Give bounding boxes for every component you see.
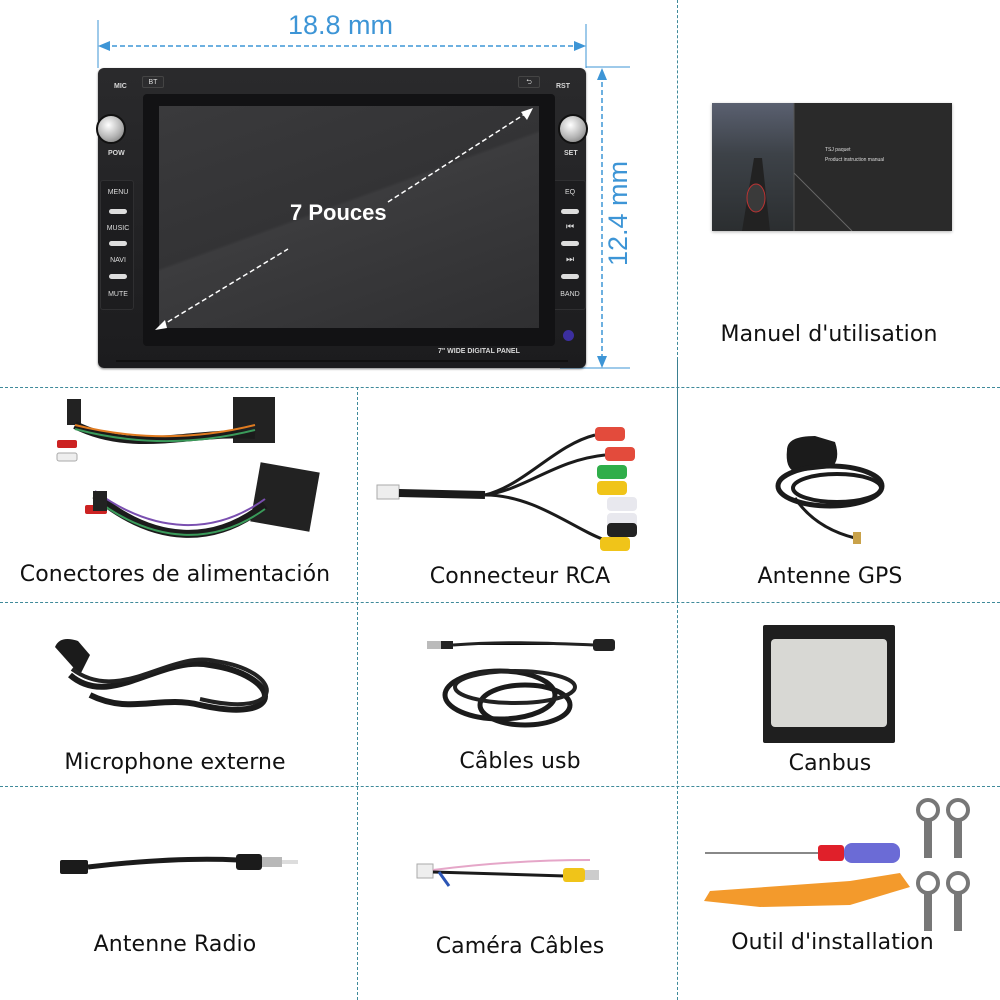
- manual-screen-line-1: TSJ paquet: [825, 147, 851, 153]
- item-label: Câbles usb: [459, 749, 581, 774]
- divider-row-3: [0, 786, 1000, 787]
- manual-screen-line-2: Product instruction manual: [825, 157, 885, 163]
- set-label: SET: [564, 150, 578, 157]
- item-label: Canbus: [788, 751, 872, 776]
- divider-col-2-bottom: [677, 600, 678, 1000]
- item-label: Caméra Câbles: [435, 934, 605, 959]
- music-label: MUSIC: [106, 225, 130, 232]
- next-icon: ⏭: [565, 254, 575, 264]
- divider-row-2: [0, 602, 1000, 603]
- divider-row-1: [0, 387, 1000, 388]
- ir-sensor-icon: [563, 330, 574, 341]
- divider-col-2-top: [677, 0, 678, 360]
- right-button-column: EQ ⏮ ⏭ BAND: [552, 180, 586, 310]
- previous-icon: ⏮: [565, 221, 575, 231]
- item-label: Antenne GPS: [757, 564, 903, 589]
- installation-tools-image: [704, 798, 970, 931]
- dimension-arrows: [97, 20, 630, 369]
- pow-label: POW: [108, 150, 125, 157]
- manual-image: TSJ paquet Product instruction manual: [712, 103, 952, 231]
- item-label: Connecteur RCA: [429, 564, 611, 589]
- item-label: Conectores de alimentación: [19, 562, 331, 587]
- mute-label: MUTE: [108, 291, 128, 298]
- width-dimension: 18.8 mm: [288, 10, 394, 40]
- power-harness-image: [56, 397, 320, 538]
- gps-antenna-image: [775, 436, 885, 544]
- usb-cables-image: [427, 639, 615, 728]
- car-stereo-image: MIC BT ⮌ RST POW SET MENU MUSIC NAVI MUT…: [96, 68, 588, 368]
- bt-button: BT: [142, 76, 164, 88]
- item-label: Antenne Radio: [93, 932, 257, 957]
- item-label: Microphone externe: [64, 750, 286, 775]
- item-label: Outil d'installation: [731, 930, 934, 955]
- rca-cable-image: [376, 427, 637, 551]
- screen-size-text: 7 Pouces: [290, 200, 387, 225]
- back-button-icon: ⮌: [518, 76, 540, 88]
- power-knob-icon: [96, 114, 126, 144]
- divider-col-1: [357, 387, 358, 1000]
- microphone-image: [55, 639, 269, 713]
- stereo-screen: 7 Pouces: [143, 94, 555, 346]
- navi-label: NAVI: [110, 257, 126, 264]
- height-dimension: 12.4 mm: [603, 160, 634, 267]
- menu-label: MENU: [107, 189, 129, 196]
- panel-label: 7" WIDE DIGITAL PANEL: [438, 348, 520, 355]
- radio-antenna-image: [60, 854, 298, 874]
- manual-label: Manuel d'utilisation: [720, 322, 938, 347]
- canbus-image: [763, 625, 895, 743]
- set-knob-icon: [558, 114, 588, 144]
- disc-slot: [116, 360, 568, 362]
- camera-cable-image: [416, 859, 599, 887]
- diagonal-arrow: [155, 108, 533, 330]
- eq-label: EQ: [564, 189, 576, 196]
- divider-col-2-mid: [677, 360, 678, 600]
- rst-label: RST: [556, 83, 570, 90]
- left-button-column: MENU MUSIC NAVI MUTE: [100, 180, 134, 310]
- band-label: BAND: [560, 291, 580, 298]
- mic-label: MIC: [114, 83, 127, 90]
